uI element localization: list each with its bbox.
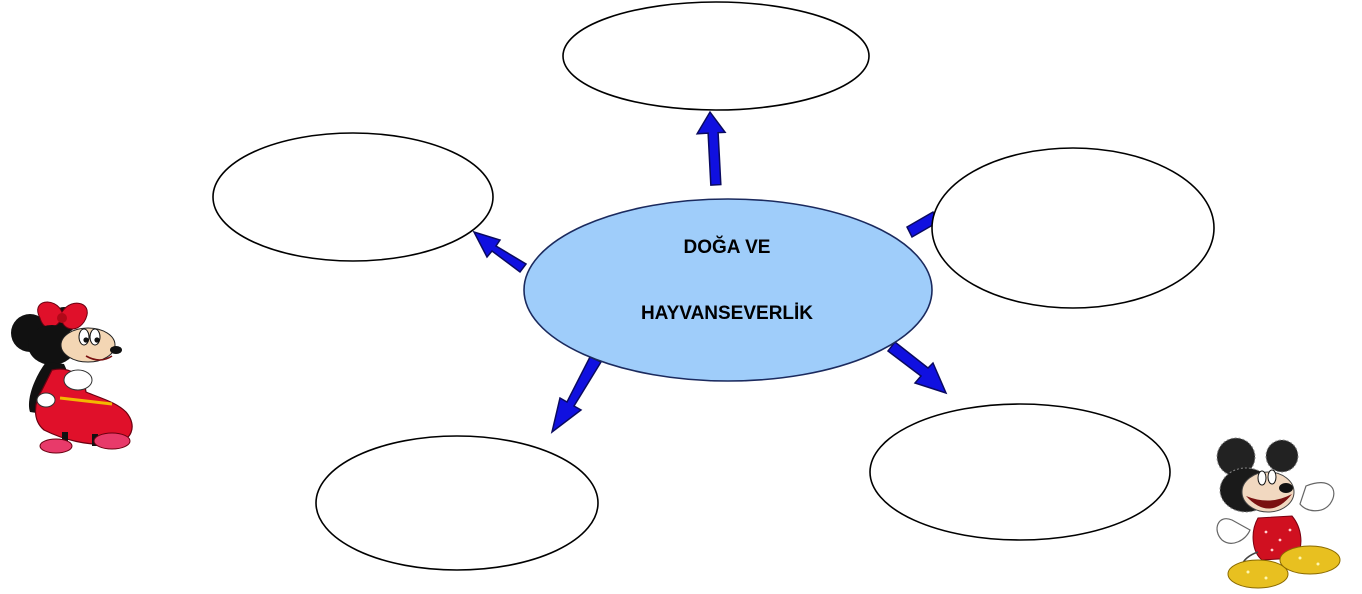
- mickey-mouse-image: [1216, 437, 1341, 589]
- center-topic: DOĞA VE HAYVANSEVERLİK: [523, 198, 933, 382]
- arrow-bottom-right: [886, 340, 948, 395]
- arrow-bottom-left: [550, 356, 603, 434]
- bubble-bottom-right[interactable]: [869, 403, 1171, 541]
- arrow-top-left: [472, 230, 528, 274]
- bubble-right[interactable]: [931, 147, 1215, 309]
- arrow-top: [695, 110, 727, 186]
- bubble-top[interactable]: [562, 1, 870, 111]
- center-title-line1: DOĞA VE: [684, 236, 771, 258]
- minnie-mouse-image: [11, 301, 133, 454]
- bubble-bottom-left[interactable]: [315, 435, 599, 571]
- bubble-top-left[interactable]: [212, 132, 494, 262]
- center-bubble: [523, 198, 933, 382]
- center-title-line2: HAYVANSEVERLİK: [641, 303, 813, 324]
